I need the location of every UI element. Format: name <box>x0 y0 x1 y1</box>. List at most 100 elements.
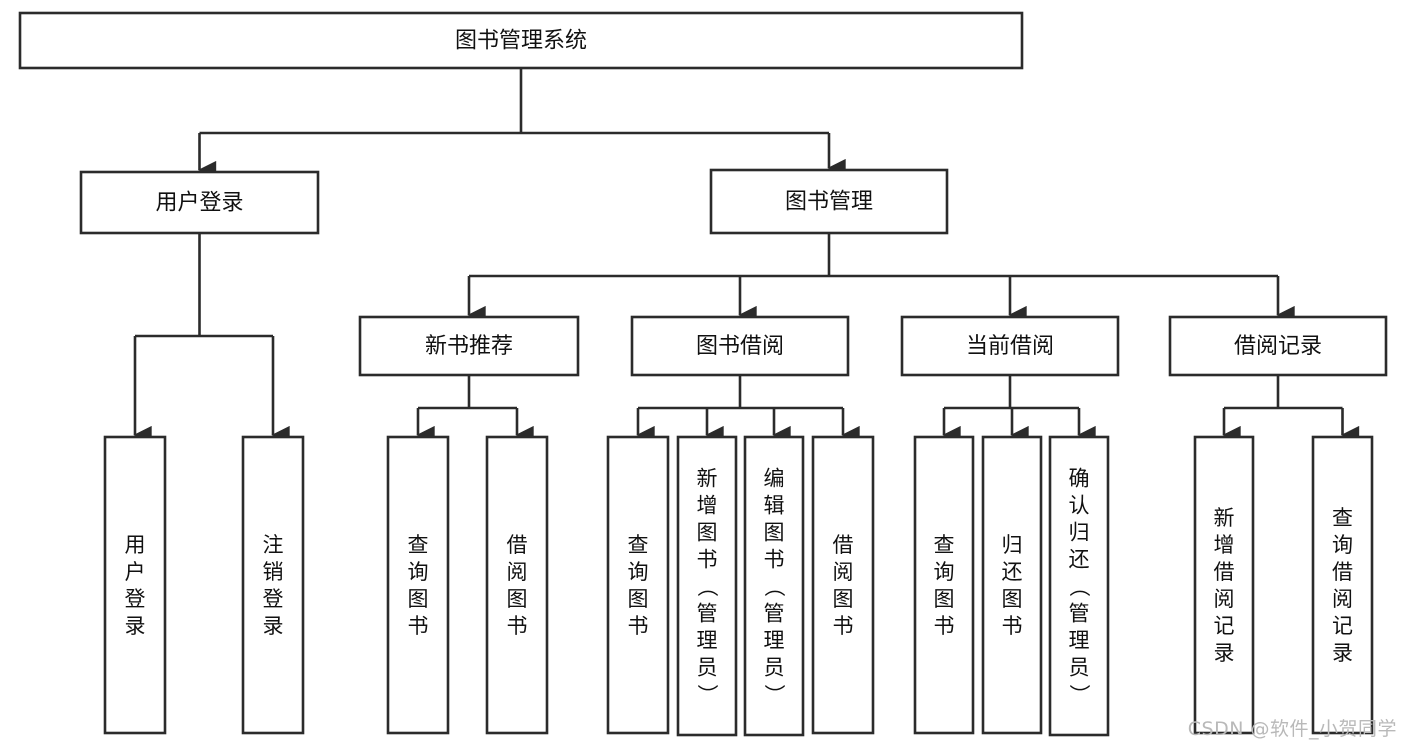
svg-text:书: 书 <box>833 614 854 638</box>
svg-text:员: 员 <box>764 656 785 680</box>
node-box-book-manage <box>709 168 949 235</box>
svg-text:登: 登 <box>263 587 284 611</box>
svg-text:图: 图 <box>697 521 718 545</box>
node-box-new-book-rec <box>358 315 580 377</box>
node-borrow-record[interactable]: 借阅记录 <box>1168 315 1388 377</box>
svg-text:理: 理 <box>697 629 718 653</box>
svg-text:辑: 辑 <box>764 494 785 518</box>
node-box-leaf-add-book <box>676 435 738 737</box>
svg-text:图: 图 <box>833 587 854 611</box>
node-book-manage[interactable]: 图书管理 <box>709 168 949 235</box>
svg-text:）: ） <box>695 684 719 705</box>
svg-text:理: 理 <box>1069 629 1090 653</box>
node-new-book-rec[interactable]: 新书推荐 <box>358 315 580 377</box>
node-leaf-user-login[interactable]: 用户登录 <box>103 435 167 735</box>
svg-text:询: 询 <box>1332 533 1353 557</box>
node-label-current-borrow: 当前借阅 <box>966 334 1054 359</box>
svg-text:（: （ <box>762 576 786 597</box>
svg-text:图: 图 <box>764 521 785 545</box>
node-label-borrow-record: 借阅记录 <box>1234 334 1322 359</box>
svg-text:增: 增 <box>1214 533 1235 557</box>
svg-text:户: 户 <box>125 560 146 584</box>
svg-text:员: 员 <box>1069 656 1090 680</box>
node-box-leaf-confirm-return <box>1048 435 1110 737</box>
svg-text:图: 图 <box>934 587 955 611</box>
node-box-leaf-query-record <box>1311 435 1374 735</box>
node-box-leaf-edit-book <box>743 435 805 737</box>
svg-text:归: 归 <box>1002 533 1023 557</box>
svg-text:询: 询 <box>408 560 429 584</box>
svg-text:记: 记 <box>1214 614 1235 638</box>
svg-text:借: 借 <box>507 533 528 557</box>
node-box-leaf-query-book-3 <box>913 435 975 735</box>
svg-text:记: 记 <box>1332 614 1353 638</box>
svg-text:（: （ <box>695 576 719 597</box>
node-box-leaf-query-book-2 <box>606 435 670 735</box>
svg-text:阅: 阅 <box>833 560 854 584</box>
node-box-leaf-user-login <box>103 435 167 735</box>
svg-text:图: 图 <box>507 587 528 611</box>
svg-text:（: （ <box>1067 576 1091 597</box>
node-label-book-borrow: 图书借阅 <box>696 334 784 359</box>
node-label-root: 图书管理系统 <box>455 29 587 54</box>
node-box-root <box>18 11 1024 70</box>
node-box-leaf-borrow-book-1 <box>485 435 549 735</box>
node-label-new-book-rec: 新书推荐 <box>425 334 513 359</box>
connectors-layer <box>133 68 1360 445</box>
svg-text:书: 书 <box>764 548 785 572</box>
svg-text:新: 新 <box>697 467 718 491</box>
svg-text:归: 归 <box>1069 521 1090 545</box>
svg-text:书: 书 <box>697 548 718 572</box>
node-box-leaf-user-logout <box>241 435 305 735</box>
svg-text:管: 管 <box>764 602 785 626</box>
svg-text:管: 管 <box>1069 602 1090 626</box>
svg-text:书: 书 <box>628 614 649 638</box>
node-root[interactable]: 图书管理系统 <box>18 11 1024 70</box>
node-box-current-borrow <box>900 315 1120 377</box>
node-box-leaf-return-book <box>981 435 1043 735</box>
svg-text:理: 理 <box>764 629 785 653</box>
node-book-borrow[interactable]: 图书借阅 <box>630 315 850 377</box>
svg-text:录: 录 <box>125 614 146 638</box>
svg-text:阅: 阅 <box>1214 587 1235 611</box>
svg-text:登: 登 <box>125 587 146 611</box>
node-current-borrow[interactable]: 当前借阅 <box>900 315 1120 377</box>
node-label-book-manage: 图书管理 <box>785 190 873 215</box>
svg-text:注: 注 <box>263 533 284 557</box>
svg-text:借: 借 <box>1332 560 1353 584</box>
csdn-watermark: CSDN @软件_小贺同学 <box>1187 718 1397 740</box>
svg-text:书: 书 <box>934 614 955 638</box>
svg-text:图: 图 <box>628 587 649 611</box>
svg-text:销: 销 <box>263 560 284 584</box>
svg-text:认: 认 <box>1069 494 1090 518</box>
svg-text:还: 还 <box>1002 560 1023 584</box>
svg-text:查: 查 <box>628 533 649 557</box>
svg-text:阅: 阅 <box>507 560 528 584</box>
svg-text:确: 确 <box>1069 467 1090 491</box>
node-label-user-login: 用户登录 <box>155 191 243 216</box>
node-user-login[interactable]: 用户登录 <box>79 170 320 235</box>
svg-text:询: 询 <box>628 560 649 584</box>
